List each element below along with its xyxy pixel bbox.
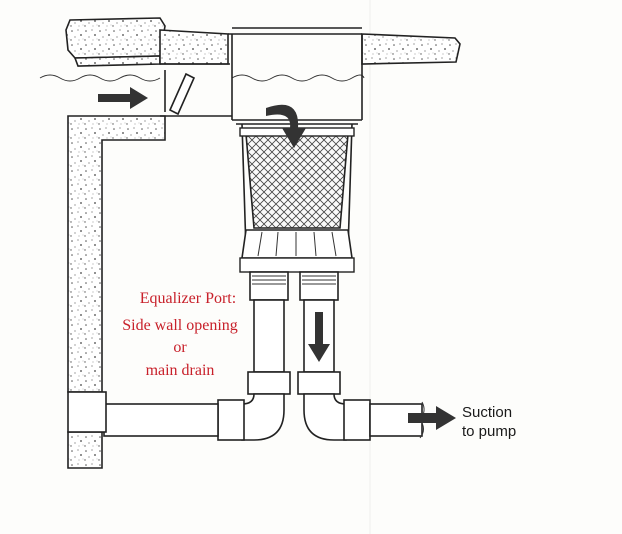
pool-coping bbox=[65, 17, 166, 67]
deck-middle bbox=[159, 29, 229, 65]
flow-down-arrow bbox=[308, 312, 330, 362]
left-outlet-pipe bbox=[67, 271, 291, 441]
weir-door bbox=[168, 72, 196, 116]
skimmer-throat bbox=[160, 63, 232, 117]
water-surface bbox=[39, 74, 365, 82]
deck-right bbox=[361, 33, 461, 65]
flow-down-curved-arrow bbox=[266, 104, 306, 148]
suction-arrow bbox=[408, 406, 456, 430]
suction-label-line-1: Suction bbox=[462, 404, 512, 421]
equalizer-label-line-4: main drain bbox=[146, 362, 215, 379]
suction-label-line-2: to pump bbox=[462, 423, 516, 440]
equalizer-label-line-3: or bbox=[173, 339, 187, 356]
equalizer-port-label: Equalizer Port: Side wall opening or mai… bbox=[122, 290, 238, 379]
equalizer-label-line-2: Side wall opening bbox=[122, 317, 238, 334]
flow-in-arrow bbox=[98, 87, 148, 109]
skimmer-basket bbox=[239, 127, 355, 273]
equalizer-label-line-1: Equalizer Port: bbox=[140, 290, 236, 307]
suction-label: Suction to pump bbox=[462, 404, 516, 440]
